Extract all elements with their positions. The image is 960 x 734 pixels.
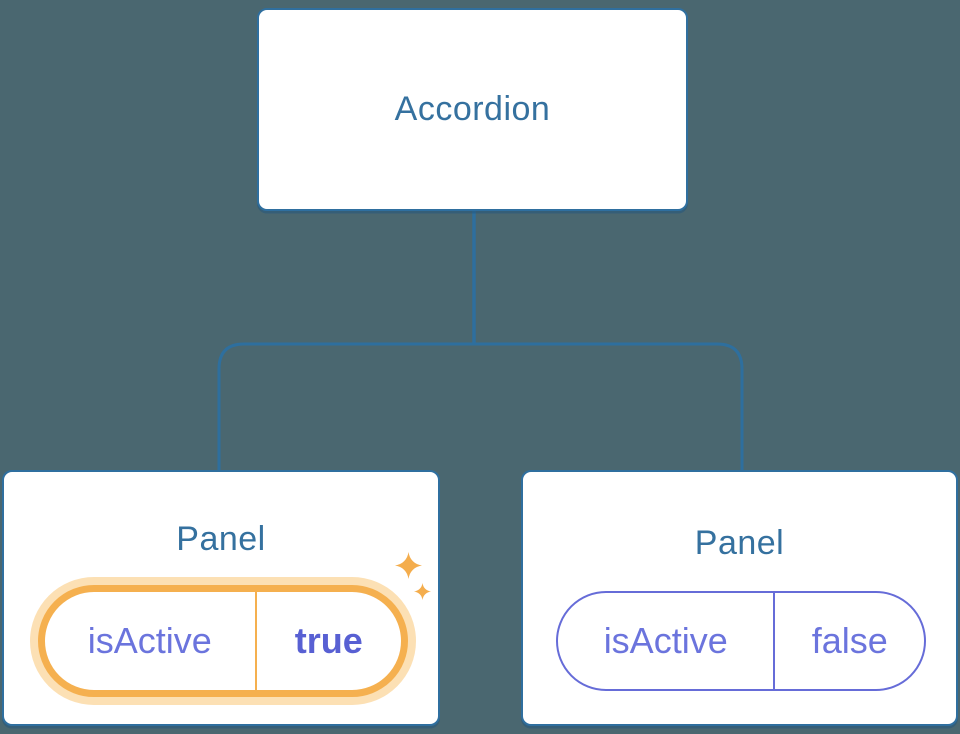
accordion-label: Accordion	[394, 90, 551, 128]
accordion-card: Accordion	[257, 8, 688, 211]
sparkle-icon-large	[395, 552, 422, 579]
sparkle-icon-small	[414, 583, 431, 600]
panel-card-inactive: Panel isActive false	[521, 470, 958, 726]
state-value: true	[294, 620, 363, 661]
state-value: false	[811, 620, 888, 661]
pill-divider	[254, 592, 257, 690]
panel-card-active: Panel isActive true	[2, 470, 440, 726]
state-pill-active: isActive true	[38, 585, 408, 697]
state-name: isActive	[603, 620, 728, 661]
pill-divider	[773, 593, 776, 689]
panel-title: Panel	[176, 520, 266, 558]
state-pill-inactive: isActive false	[556, 591, 926, 691]
panel-title: Panel	[694, 524, 785, 562]
state-name: isActive	[87, 620, 212, 661]
